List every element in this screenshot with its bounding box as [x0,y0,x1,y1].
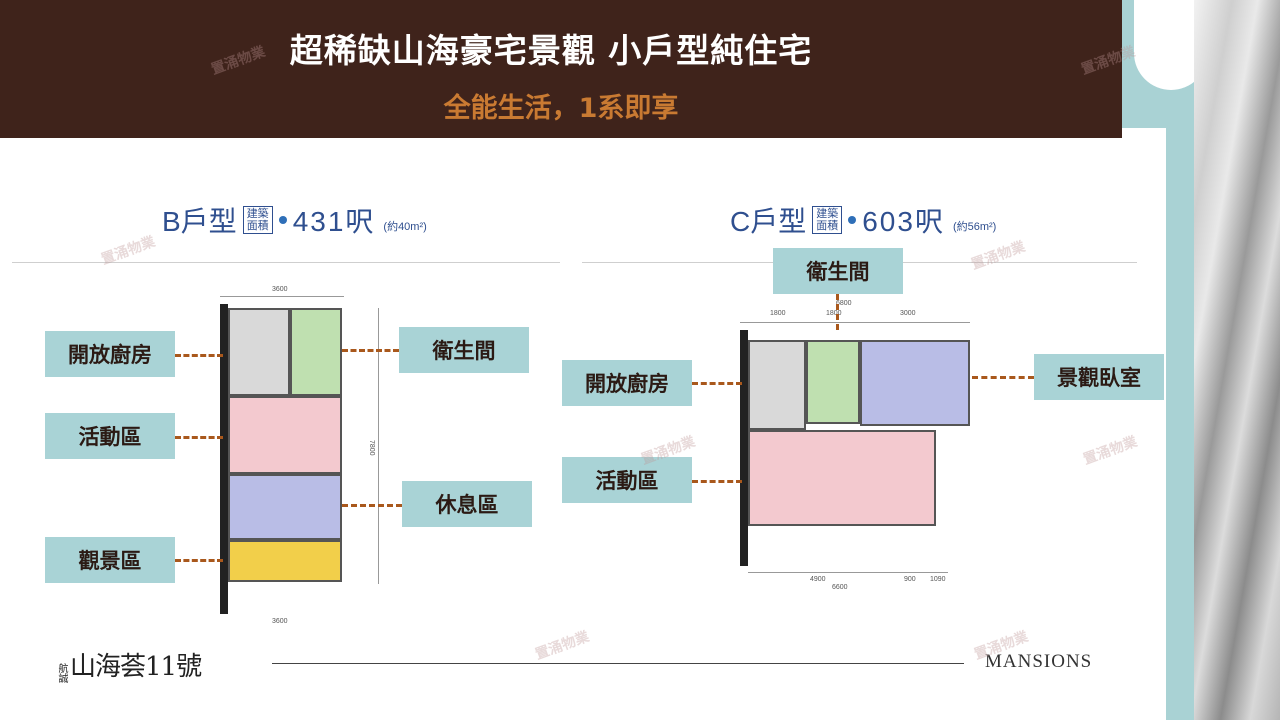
plan-b-name: B戶型 [162,206,237,237]
brand-logo: 航誠 山海荟11號 [56,646,202,683]
plan-b-title: B戶型 建築 面積 431呎 (約40m²) [162,200,427,240]
right-decoration [1122,0,1280,720]
dim-line [378,308,379,584]
page-title: 超稀缺山海豪宅景觀 小戶型純住宅 [289,31,813,70]
dim-b2: 900 [904,576,916,583]
brand-name: MANSIONS [985,651,1093,672]
watermark: 置涌物業 [969,238,1028,274]
dim-line [748,572,948,573]
dim-b1: 4900 [810,576,826,583]
plan-c-note: (約56m²) [952,221,997,233]
plan-b-area-badge: 建築 面積 [242,206,273,234]
dim-t3: 3000 [900,310,916,317]
dim-t1: 1800 [770,310,786,317]
room-bathroom [290,308,342,396]
divider-line-left [12,262,560,263]
room-activity [228,396,342,474]
logo-small-text: 航誠 [56,663,67,683]
page-subtitle: 全能生活，1系即享 [443,93,679,124]
label-c-bedroom: 景觀臥室 [1034,354,1164,400]
header-band [0,0,1122,138]
watermark: 置涌物業 [99,233,158,269]
label-b-kitchen: 開放廚房 [45,331,175,377]
label-b-activity: 活動區 [45,413,175,459]
dim-bottom: 6600 [832,584,848,591]
watermark: 置涌物業 [533,628,592,664]
plan-c-area-badge: 建築 面積 [812,206,843,234]
dim-line [220,296,344,297]
label-b-rest: 休息區 [402,481,532,527]
room-view [228,540,342,582]
plan-b-size: 431呎 [292,206,376,237]
label-c-bathroom: 衛生間 [773,248,903,294]
floor-plan-c: 6800 1800 1800 3000 4900 900 1090 6600 [740,300,980,591]
dim-line [740,322,970,323]
label-b-bathroom: 衛生間 [399,327,529,373]
plan-c-name: C戶型 [730,206,807,237]
floor-plan-b: 3600 3600 7800 [220,286,379,625]
dim-total: 7800 [368,440,375,456]
label-c-kitchen: 開放廚房 [562,360,692,406]
bullet-icon [278,216,287,224]
connector [175,436,223,439]
connector [692,480,742,483]
room-rest [228,474,342,540]
label-c-activity: 活動區 [562,457,692,503]
label-b-view: 觀景區 [45,537,175,583]
logo-text: 山海荟11號 [70,652,202,682]
connector [836,294,839,330]
room-kitchen [748,340,806,430]
wall [220,304,228,614]
dim-bottom: 3600 [272,618,288,625]
bullet-icon [848,216,857,224]
footer-divider [272,663,964,664]
plan-b-note: (約40m²) [383,221,427,233]
connector [342,349,399,352]
marble-texture [1194,0,1280,720]
room-activity [748,430,936,526]
wall [740,330,748,566]
plan-c-title: C戶型 建築 面積 603呎 (約56m²) [730,200,996,240]
connector [175,559,223,562]
connector [692,382,742,385]
connector [972,376,1034,379]
room-bedroom [860,340,970,426]
room-kitchen [228,308,290,396]
connector [342,504,402,507]
room-bathroom [806,340,860,424]
dim-t2: 1800 [826,310,842,317]
dim-b3: 1090 [930,576,946,583]
plan-c-size: 603呎 [862,206,945,237]
dim-top: 3600 [272,286,288,293]
connector [175,354,223,357]
dim-top: 6800 [836,300,852,307]
